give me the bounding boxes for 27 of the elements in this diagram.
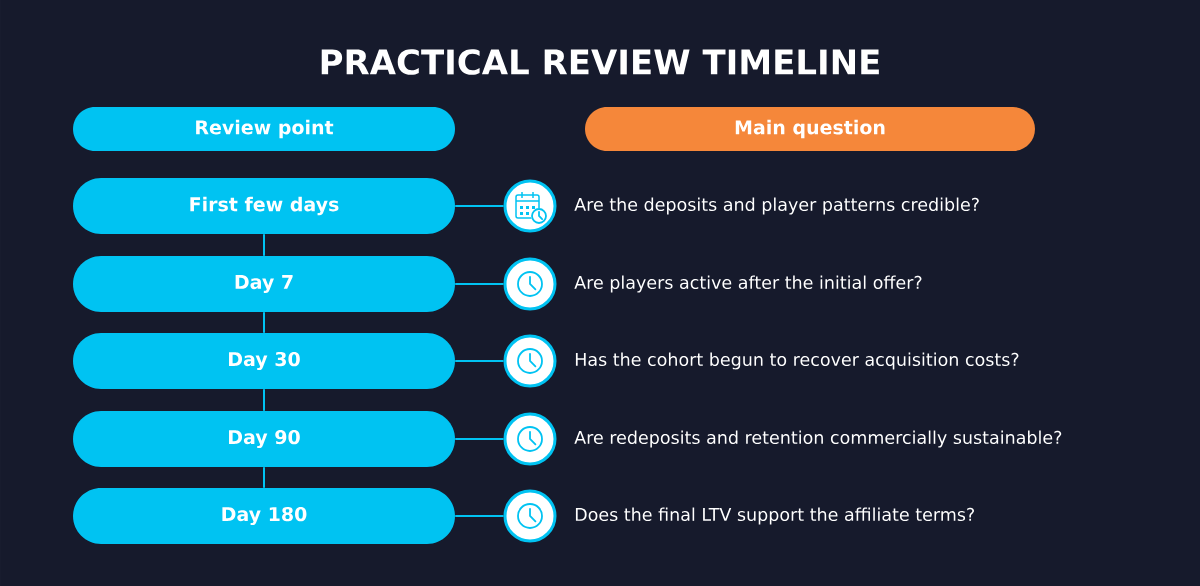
question-text: Are the deposits and player patterns credible? — [574, 197, 979, 215]
timeline-box: Day 180 — [73, 488, 455, 544]
connector-line — [263, 233, 265, 257]
connector-line — [454, 360, 505, 362]
icon-circle — [503, 179, 557, 233]
header-box: Review point — [73, 107, 455, 151]
icon-circle — [503, 489, 557, 543]
timeline-box: Day 90 — [73, 411, 455, 467]
question-text: Does the final LTV support the affiliate terms? — [575, 507, 974, 525]
connector-line — [263, 388, 265, 412]
title: PRACTICAL REVIEW TIMELINE — [321, 49, 879, 75]
icon-circle — [503, 334, 557, 388]
connector-line — [263, 311, 265, 334]
header-box: Main question — [585, 107, 1035, 151]
timeline-box: First few days — [73, 178, 455, 234]
connector-line — [454, 438, 505, 440]
connector-line — [454, 515, 505, 517]
question-text: Are players active after the initial offer? — [574, 275, 922, 293]
timeline-box: Day 30 — [73, 333, 455, 389]
timeline-box: Day 7 — [73, 256, 455, 312]
question-text: Has the cohort begun to recover acquisition costs? — [575, 352, 1019, 370]
connector-line — [454, 205, 505, 207]
connector-line — [454, 283, 505, 285]
icon-circle — [503, 257, 557, 311]
question-text: Are redeposits and retention commercially sustainable? — [574, 430, 1062, 448]
icon-circle — [503, 412, 557, 466]
connector-line — [263, 466, 265, 489]
